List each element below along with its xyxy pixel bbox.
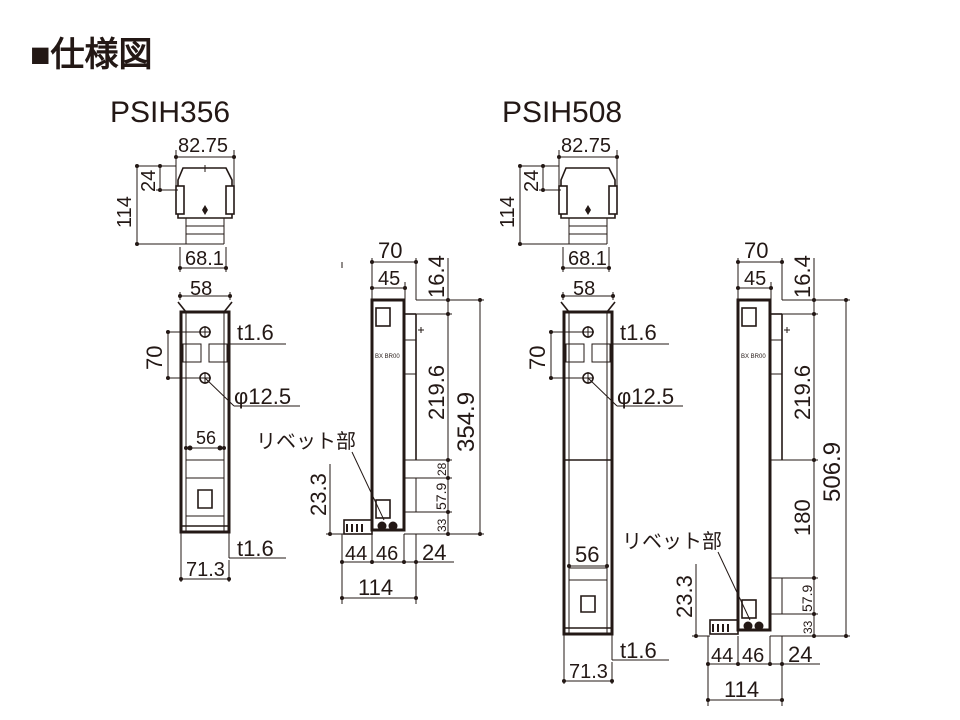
- dim-psih356-w114: 114: [358, 575, 393, 600]
- dim-psih356-w46: 46: [376, 543, 398, 565]
- dim-psih508-depth: 70: [744, 238, 768, 263]
- dim-psih508-top-width: 82.75: [561, 135, 611, 157]
- dim-psih356-depth-inner: 45: [378, 268, 400, 290]
- dim-psih356-top: 16.4: [424, 255, 449, 298]
- dim-psih508-d579: 57.9: [799, 585, 815, 612]
- dim-psih508-top-height: 114: [497, 196, 519, 228]
- dim-psih356-w24: 24: [422, 540, 446, 565]
- model-name-psih508: PSIH508: [502, 96, 622, 129]
- dim-psih508-w24: 24: [788, 642, 812, 667]
- dim-psih356-total: 354.9: [453, 392, 480, 452]
- dim-psih356-mid: 219.6: [424, 365, 449, 420]
- dim-psih508-top: 16.4: [790, 255, 815, 298]
- model-name-psih356: PSIH356: [110, 96, 230, 129]
- dim-psih508-d180: 180: [790, 499, 815, 536]
- dim-psih508-d33: 33: [801, 620, 815, 634]
- svg-text:BX BR00: BX BR00: [375, 354, 400, 360]
- dim-psih356-hole: φ12.5: [234, 384, 291, 409]
- dim-psih356-inner: 56: [196, 428, 216, 448]
- dim-psih356-bottom: 71.3: [186, 559, 225, 581]
- dim-psih508-mid: 219.6: [790, 365, 815, 420]
- svg-text:BX BR00: BX BR00: [741, 354, 766, 360]
- dim-psih508-front-width: 58: [573, 278, 595, 300]
- dim-psih508-top-base: 68.1: [568, 248, 607, 270]
- dim-psih508-w46: 46: [742, 645, 764, 667]
- dim-psih508-d233: 23.3: [672, 575, 697, 618]
- dim-psih356-top-offset: 24: [138, 170, 160, 192]
- dim-psih508-w114: 114: [724, 677, 759, 702]
- dim-psih356-thickness-top: t1.6: [237, 320, 274, 345]
- dim-psih508-bottom: 71.3: [569, 661, 608, 683]
- dim-psih356-pitch: 70: [142, 346, 167, 370]
- dim-psih508-pitch: 70: [525, 346, 550, 370]
- front-view-psih356: 58 70 t1.6 φ12: [142, 278, 300, 582]
- dim-psih356-depth: 70: [378, 238, 402, 263]
- dim-psih356-d579: 57.9: [433, 483, 449, 510]
- dim-psih356-d28: 28: [435, 462, 449, 476]
- dim-psih356-d233: 23.3: [306, 473, 331, 516]
- front-view-psih508: 58 70 t1.6 φ12.5: [525, 278, 683, 684]
- dim-psih356-top-width: 82.75: [178, 135, 228, 157]
- model-psih356: PSIH356 82.75 114: [110, 96, 484, 604]
- dim-psih508-inner: 56: [575, 542, 599, 567]
- side-view-psih508: 70 45 BX BR00: [622, 238, 850, 706]
- dim-psih508-w44: 44: [711, 645, 733, 667]
- side-view-psih356: 70 45 BX BR00: [256, 238, 484, 604]
- dim-psih356-thickness-bottom: t1.6: [237, 536, 274, 561]
- dim-psih508-hole: φ12.5: [617, 384, 674, 409]
- dim-psih356-top-base: 68.1: [185, 248, 224, 270]
- top-view-psih356: 82.75 114 24 68.1: [114, 135, 236, 272]
- model-psih508: PSIH508 82.75 114 24: [497, 96, 850, 706]
- dim-psih508-top-offset: 24: [521, 170, 543, 192]
- dim-psih508-thickness-top: t1.6: [620, 320, 657, 345]
- label-psih508-rivet: リベット部: [622, 530, 722, 553]
- page-title: ■仕様図: [30, 36, 153, 74]
- dim-psih356-top-height: 114: [114, 196, 136, 228]
- dim-psih356-w44: 44: [345, 543, 367, 565]
- dim-psih508-depth-inner: 45: [744, 268, 766, 290]
- dim-psih356-d33: 33: [435, 518, 449, 532]
- dim-psih508-total: 506.9: [819, 442, 846, 502]
- top-view-psih508: 82.75 114 24 68.1: [497, 135, 619, 272]
- dim-psih508-thickness-bottom: t1.6: [620, 638, 657, 663]
- label-psih356-rivet: リベット部: [256, 430, 356, 453]
- dim-psih356-front-width: 58: [190, 278, 212, 300]
